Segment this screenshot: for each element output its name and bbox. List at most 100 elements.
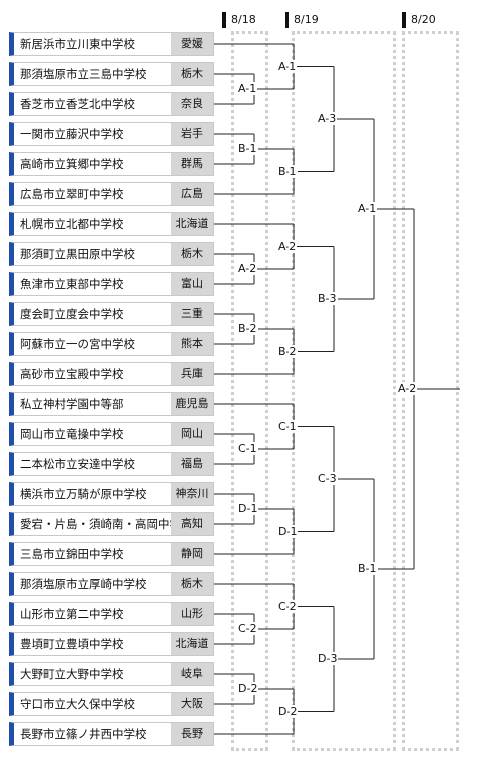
team-name: 大野町立大野中学校 bbox=[20, 667, 124, 681]
team-name: 愛宕・片島・須崎南・高岡中学校 bbox=[20, 517, 193, 531]
team-prefecture: 兵庫 bbox=[171, 363, 213, 385]
day-frame-8-18 bbox=[231, 31, 268, 751]
team-name: 札幌市立北都中学校 bbox=[20, 217, 124, 231]
team-prefecture: 神奈川 bbox=[171, 483, 213, 505]
team-name: 度会町立度会中学校 bbox=[20, 307, 124, 321]
team-prefecture: 栃木 bbox=[171, 243, 213, 265]
match-label: A-3 bbox=[317, 112, 338, 125]
team-prefecture: 愛媛 bbox=[171, 33, 213, 55]
team-prefecture: 岐阜 bbox=[171, 663, 213, 685]
team-name: 那須町立黒田原中学校 bbox=[20, 247, 135, 261]
team-row: 愛宕・片島・須崎南・高岡中学校高知 bbox=[9, 512, 214, 536]
match-label: A-1 bbox=[237, 82, 258, 95]
team-row: 長野市立篠ノ井西中学校 長野 bbox=[9, 722, 214, 746]
match-label: D-1 bbox=[237, 502, 259, 515]
team-prefecture: 広島 bbox=[171, 183, 213, 205]
match-label: B-1 bbox=[237, 142, 258, 155]
team-row: 大野町立大野中学校 岐阜 bbox=[9, 662, 214, 686]
match-label: D-1 bbox=[277, 524, 299, 538]
team-row: 魚津市立東部中学校 富山 bbox=[9, 272, 214, 296]
match-label: B-1 bbox=[357, 562, 378, 575]
date-8-18: 8/18 bbox=[222, 12, 256, 28]
team-name: 高砂市立宝殿中学校 bbox=[20, 367, 124, 381]
team-name: 守口市立大久保中学校 bbox=[20, 697, 135, 711]
team-row: 二本松市立安達中学校 福島 bbox=[9, 452, 214, 476]
team-prefecture: 三重 bbox=[171, 303, 213, 325]
team-row: 横浜市立万騎が原中学校 神奈川 bbox=[9, 482, 214, 506]
team-prefecture: 静岡 bbox=[171, 543, 213, 565]
match-label: C-3 bbox=[317, 472, 338, 485]
team-name: 那須塩原市立三島中学校 bbox=[20, 67, 147, 81]
match-label: B-2 bbox=[237, 322, 258, 335]
team-row: 那須町立黒田原中学校 栃木 bbox=[9, 242, 214, 266]
team-prefecture: 岩手 bbox=[171, 123, 213, 145]
team-name: 那須塩原市立厚崎中学校 bbox=[20, 577, 147, 591]
match-label: C-1 bbox=[277, 419, 298, 433]
team-prefecture: 大阪 bbox=[171, 693, 213, 715]
team-name: 三島市立錦田中学校 bbox=[20, 547, 124, 561]
team-name: 高崎市立箕郷中学校 bbox=[20, 157, 124, 171]
team-row: 阿蘇市立一の宮中学校 熊本 bbox=[9, 332, 214, 356]
team-prefecture: 熊本 bbox=[171, 333, 213, 355]
team-row: 山形市立第二中学校 山形 bbox=[9, 602, 214, 626]
match-label: A-1 bbox=[277, 59, 298, 73]
team-name: 横浜市立万騎が原中学校 bbox=[20, 487, 147, 501]
team-row: 高砂市立宝殿中学校 兵庫 bbox=[9, 362, 214, 386]
team-prefecture: 奈良 bbox=[171, 93, 213, 115]
match-label: B-1 bbox=[277, 164, 298, 178]
match-label: A-2 bbox=[277, 239, 298, 253]
team-name: 新居浜市立川東中学校 bbox=[20, 37, 135, 51]
team-name: 豊頃町立豊頃中学校 bbox=[20, 637, 124, 651]
team-prefecture: 福島 bbox=[171, 453, 213, 475]
match-label: A-1 bbox=[357, 202, 378, 215]
team-name: 山形市立第二中学校 bbox=[20, 607, 124, 621]
team-name: 岡山市立竜操中学校 bbox=[20, 427, 124, 441]
team-prefecture: 北海道 bbox=[171, 633, 213, 655]
team-row: 那須塩原市立三島中学校 栃木 bbox=[9, 62, 214, 86]
date-8-20: 8/20 bbox=[402, 12, 436, 28]
match-label: D-3 bbox=[317, 652, 339, 665]
team-row: 那須塩原市立厚崎中学校 栃木 bbox=[9, 572, 214, 596]
team-row: 高崎市立箕郷中学校 群馬 bbox=[9, 152, 214, 176]
team-prefecture: 長野 bbox=[171, 723, 213, 745]
match-label: D-2 bbox=[277, 704, 299, 718]
team-name: 一関市立藤沢中学校 bbox=[20, 127, 124, 141]
team-name: 阿蘇市立一の宮中学校 bbox=[20, 337, 135, 351]
team-name: 香芝市立香芝北中学校 bbox=[20, 97, 135, 111]
team-row: 豊頃町立豊頃中学校 北海道 bbox=[9, 632, 214, 656]
team-row: 度会町立度会中学校 三重 bbox=[9, 302, 214, 326]
match-label: B-3 bbox=[317, 292, 338, 305]
team-name: 長野市立篠ノ井西中学校 bbox=[20, 727, 147, 741]
match-label: C-2 bbox=[277, 599, 298, 613]
team-name: 魚津市立東部中学校 bbox=[20, 277, 124, 291]
team-prefecture: 北海道 bbox=[171, 213, 213, 235]
match-label: A-2 bbox=[397, 382, 418, 395]
team-name: 二本松市立安達中学校 bbox=[20, 457, 135, 471]
team-name: 広島市立翠町中学校 bbox=[20, 187, 124, 201]
team-prefecture: 群馬 bbox=[171, 153, 213, 175]
team-prefecture: 山形 bbox=[171, 603, 213, 625]
team-row: 守口市立大久保中学校 大阪 bbox=[9, 692, 214, 716]
team-prefecture: 鹿児島 bbox=[171, 393, 213, 415]
team-row: 香芝市立香芝北中学校 奈良 bbox=[9, 92, 214, 116]
team-prefecture: 栃木 bbox=[171, 573, 213, 595]
day-frame-8-19 bbox=[292, 31, 396, 751]
team-prefecture: 高知 bbox=[171, 513, 213, 535]
team-row: 一関市立藤沢中学校 岩手 bbox=[9, 122, 214, 146]
match-label: C-2 bbox=[237, 622, 258, 635]
team-name: 私立神村学園中等部 bbox=[20, 397, 124, 411]
match-label: D-2 bbox=[237, 682, 259, 695]
team-prefecture: 栃木 bbox=[171, 63, 213, 85]
team-row: 三島市立錦田中学校 静岡 bbox=[9, 542, 214, 566]
team-prefecture: 岡山 bbox=[171, 423, 213, 445]
team-row: 岡山市立竜操中学校 岡山 bbox=[9, 422, 214, 446]
team-prefecture: 富山 bbox=[171, 273, 213, 295]
match-label: C-1 bbox=[237, 442, 258, 455]
match-label: B-2 bbox=[277, 344, 298, 358]
team-row: 広島市立翠町中学校 広島 bbox=[9, 182, 214, 206]
team-row: 私立神村学園中等部 鹿児島 bbox=[9, 392, 214, 416]
team-row: 新居浜市立川東中学校 愛媛 bbox=[9, 32, 214, 56]
date-8-19: 8/19 bbox=[285, 12, 319, 28]
match-label: A-2 bbox=[237, 262, 258, 275]
